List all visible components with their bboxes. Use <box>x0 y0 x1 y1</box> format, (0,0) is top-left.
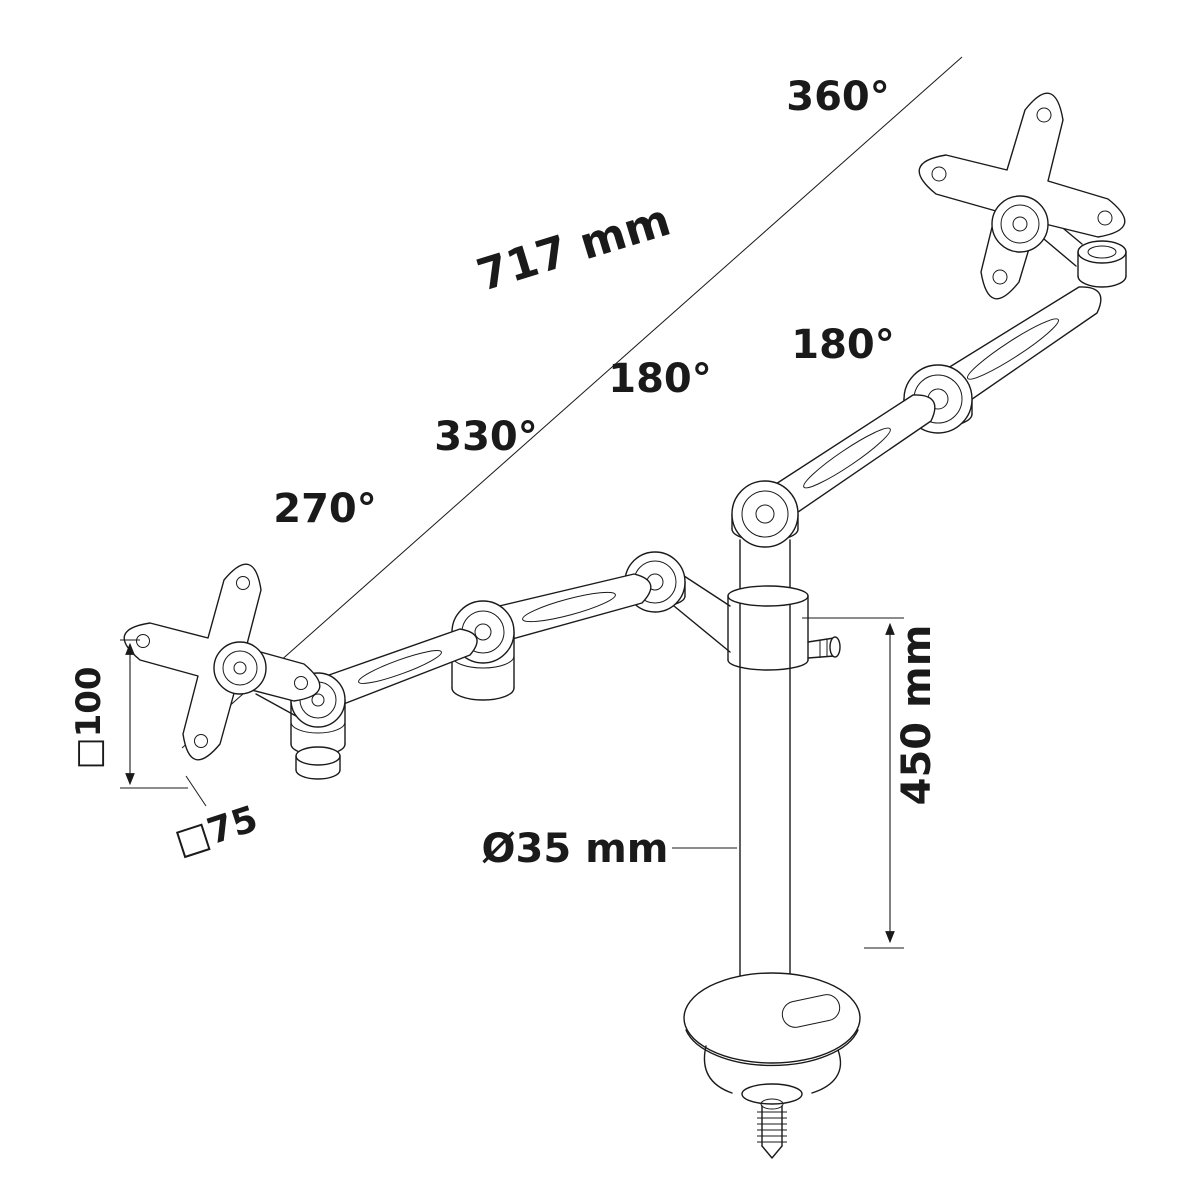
vesa-hole <box>236 576 250 590</box>
vesa-hole <box>1097 210 1113 226</box>
vesa-hole <box>194 734 208 748</box>
tension-screw <box>807 636 841 659</box>
label-rotation-360: 360° <box>786 74 890 120</box>
vesa-hole <box>931 166 947 182</box>
monitor-head-right <box>1037 213 1127 288</box>
dimension-lines <box>120 617 904 949</box>
grommet-slot <box>781 994 841 1028</box>
vesa-hole <box>136 634 150 648</box>
vesa-hole <box>294 676 308 690</box>
label-swivel-270: 270° <box>273 486 377 532</box>
label-arm-reach-717: 717 mm <box>471 195 676 302</box>
pole <box>739 539 791 994</box>
forearm-left <box>322 628 478 706</box>
label-swivel-180-right: 180° <box>791 322 895 368</box>
vesa-hole <box>992 269 1008 285</box>
vesa-plate-left <box>123 563 321 761</box>
label-swivel-180-mid: 180° <box>608 356 712 402</box>
pole-collar <box>673 571 841 671</box>
span-projection-line <box>181 56 963 749</box>
label-pole-height: 450 mm <box>894 625 940 806</box>
clamp-screw <box>757 1105 787 1159</box>
vesa-hole <box>1036 107 1052 123</box>
clamp-washer <box>741 1083 803 1105</box>
leader-vesa75 <box>185 775 207 807</box>
pole-top-joint <box>731 480 799 548</box>
label-vesa-75: □75 <box>170 799 263 864</box>
desk-clamp-base <box>683 972 861 1159</box>
label-vesa-100: □100 <box>69 666 109 769</box>
vesa-plate-right <box>918 92 1126 300</box>
label-swivel-330: 330° <box>434 414 538 460</box>
label-pole-diameter: Ø35 mm <box>482 826 669 872</box>
